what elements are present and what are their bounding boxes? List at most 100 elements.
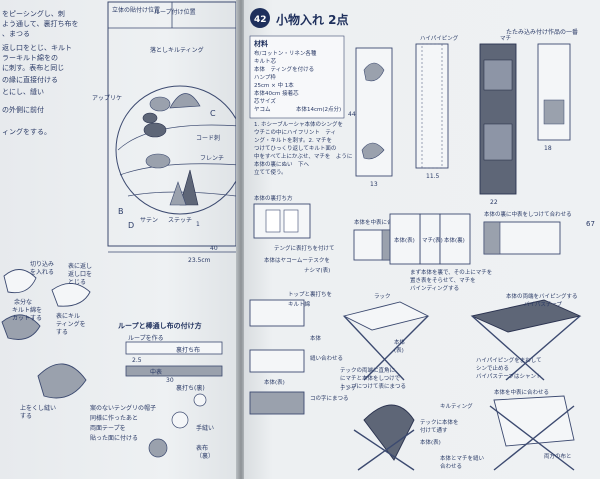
bottom-note: 表布	[196, 444, 208, 452]
page-subtitle: たたみ込み付け作品の一番	[506, 28, 578, 36]
step-label: コの字にまつる	[310, 394, 349, 402]
step-label: 本体(表)	[394, 236, 415, 244]
step-label: 置き表をそらせて、マチを	[410, 276, 476, 284]
materials-line: 本体40cm 接着芯	[254, 89, 299, 97]
badge-number: 42	[254, 15, 267, 25]
round-applique-circle	[115, 85, 238, 215]
step-label: マチ(表)	[422, 236, 443, 244]
step-label: ナシマ(表)	[304, 266, 330, 274]
width-dimension-3: 22	[490, 199, 498, 206]
width-dimension-2: 11.5	[426, 173, 440, 180]
materials-line: 布/コットン・リネン各種	[254, 49, 317, 57]
pattern-pieces: ハイパイピング マチ 44 13 11.5 22 18	[348, 34, 571, 206]
bottom-note: 手縫い	[196, 424, 214, 432]
materials-line: 本体14cm(2点分)	[296, 105, 341, 113]
section-c-label: C	[210, 109, 216, 118]
grass-applique	[179, 169, 199, 206]
materials-line: 25cm × 中 1本	[254, 81, 294, 89]
leaf-note: とじる	[68, 279, 86, 286]
instructions-text: 1. ホシーブルーシャ本体のシングを ウチこの中にハイフリント ティ ング・キル…	[254, 120, 352, 176]
leaf-note: する	[56, 329, 68, 336]
step-label: テックに本体を	[420, 418, 459, 426]
leaf-note: カットする	[12, 315, 42, 322]
step-label: キルト綿	[288, 300, 311, 308]
step-label: シンで止める	[476, 364, 509, 372]
step-label: バイパステープ	[524, 301, 563, 308]
loop-title: ループと棒通し布の付け方	[118, 321, 202, 330]
section-b-label: B	[118, 207, 124, 216]
step-label: キルティング	[440, 402, 473, 410]
materials-line: ヤコム	[254, 106, 271, 113]
instruction-line: 1. ホシーブルーシャ本体のシングを	[254, 120, 343, 128]
bottom-note: 案のないテングリの帽子	[90, 404, 156, 412]
step-label: テンゲ	[340, 384, 357, 392]
step-label: 本体(表)	[264, 378, 285, 386]
pattern-piece-d	[537, 43, 571, 141]
instruction-line: ング・キルトを刺す。2. マチを	[254, 136, 332, 144]
loop-step: ループを作る	[128, 334, 164, 342]
top-text-line: の外側に前付	[2, 105, 44, 114]
leaf-shape	[37, 363, 87, 399]
step-label: バインディングする	[410, 284, 459, 292]
stem-stitch-label: ステッチ	[168, 217, 192, 224]
step-label: トップにつけて表にまつる	[340, 382, 406, 390]
step-label: 本体とマチを縫い	[440, 454, 485, 462]
step-label: 本体	[394, 338, 406, 346]
bottom-note: 同様に作ったあと	[90, 414, 138, 422]
top-text-line: に刺す。表布と同じ	[2, 63, 64, 72]
bottom-dimension: 40	[210, 245, 218, 252]
step-label: 縫い合わせる	[310, 354, 343, 362]
step-label: 本体(表)	[420, 438, 441, 446]
loop-position-label: ループ付け位置	[154, 8, 196, 16]
cord-stitch-label: コード刺	[196, 134, 220, 142]
satin-label: サテン	[140, 217, 158, 224]
french-knot-label: フレンチ	[200, 155, 224, 162]
leaf-note: 切り込み	[30, 260, 54, 268]
leaf-note: 余分な	[14, 298, 32, 306]
leaf-note: 上をくし縫い	[20, 404, 56, 412]
width-dimension: 13	[370, 181, 378, 188]
step-label: バイパステープはシャント	[476, 373, 542, 380]
page-number: 67	[586, 220, 595, 228]
leaf-cluster	[143, 122, 167, 138]
page-title: 小物入れ 2点	[276, 12, 349, 27]
instruction-line: 本体の裏にぬい 下へ	[254, 160, 310, 168]
top-text-block: をピーシングし、刺 よう通して、裏打ち布を 、まつる 返し口をとじ、キルト ラー…	[2, 9, 78, 136]
bottom-note: 両面テープを	[90, 425, 126, 432]
bottom-note: 貼った面に付ける	[90, 434, 138, 442]
small-dimension: 23.5cm	[188, 257, 211, 264]
vertical-position-label: 立体の貼付け位置	[112, 6, 160, 14]
leaf-note: 返し口を	[68, 271, 92, 278]
mushroom-applique	[169, 93, 201, 109]
step-label: (表)	[394, 346, 404, 354]
step-label: 本体を中表に合わせる	[354, 218, 409, 226]
loop-step: 2.5	[132, 357, 142, 364]
step-label: ハイパイピングをまわして	[476, 356, 542, 364]
step-label: 本体	[310, 334, 322, 342]
step-label: まず本体を裏で、その上にマチを	[410, 268, 492, 276]
step-label: 本体はヤコームーテスクを	[264, 256, 330, 264]
top-text-line: ィングをする。	[2, 127, 51, 136]
step-label: トップと裏打ちを	[288, 290, 332, 298]
leaf-note: 表に返し	[68, 262, 92, 270]
instruction-line: 立てて使う。	[254, 168, 287, 176]
materials-line: 芯サイズ	[254, 97, 276, 105]
quilt-diagram: ループ付け位置 立体の貼付け位置 落としキルティング アップリケ コード刺 フレ…	[92, 1, 238, 264]
step-label: テングに表打ちを付けて	[274, 244, 335, 252]
materials-line: キルト芯	[254, 57, 277, 65]
applique-label: アップリケ	[92, 95, 122, 102]
leaf-note: ティングを	[56, 320, 86, 328]
materials-line: ハンプ枠	[254, 73, 276, 81]
page-header: 42 小物入れ 2点 たたみ込み付け作品の一番 67	[250, 8, 595, 228]
assembly-steps-bottom: トップと裏打ちを キルト綿 本体 縫い合わせる コの字にまつる 本体(表) ラッ…	[249, 290, 582, 471]
step-label: 本体(裏)	[444, 236, 465, 244]
loop-step: 30	[166, 377, 174, 384]
loop-step: 中表	[150, 368, 162, 376]
left-page: をピーシングし、刺 よう通して、裏打ち布を 、まつる 返し口をとじ、キルト ラー…	[0, 0, 238, 479]
top-text-line: の縁に直接付ける	[2, 75, 58, 84]
step-label: ラック	[374, 293, 391, 300]
top-dimension: 18	[544, 145, 552, 152]
assembly-steps-middle: 本体の裏打ち方 テングに表打ちを付けて 本体はヤコームーテスクを ナシマ(表) …	[253, 194, 572, 292]
leaf-note: キルト綿を	[12, 306, 42, 314]
